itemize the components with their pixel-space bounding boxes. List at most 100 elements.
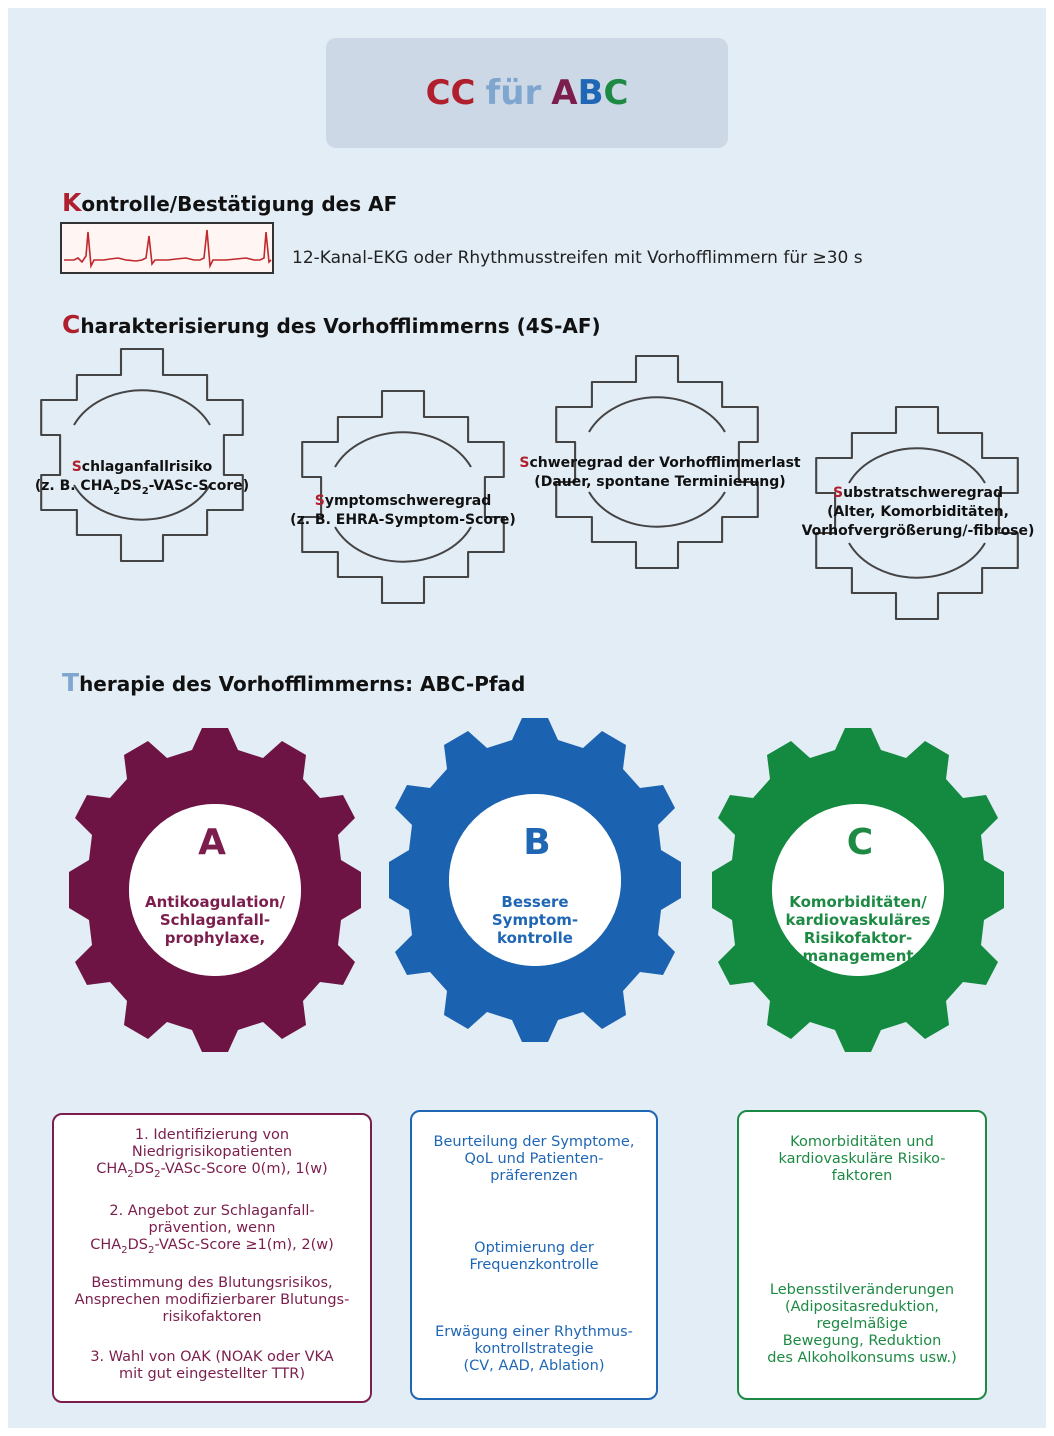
gear-b-hub bbox=[449, 794, 621, 966]
gear-text-line: Antikoagulation/ bbox=[144, 893, 286, 911]
box-b-symptomkontrolle: Beurteilung der Symptome, QoL und Patien… bbox=[410, 1110, 658, 1400]
section-heading-text: harakterisierung des Vorhofflimmerns (4S… bbox=[80, 314, 601, 338]
gear-text-line: kardiovaskuläres bbox=[785, 911, 931, 929]
gear-label-symptomschweregrad: Symptomschweregrad (z. B. EHRA-Symptom-S… bbox=[273, 492, 533, 530]
title-box: CC für A B C bbox=[326, 38, 728, 148]
box-line: kardiovaskuläre Risiko- bbox=[778, 1151, 946, 1167]
box-line: 1. Identifizierung von bbox=[134, 1127, 290, 1143]
section-initial: C bbox=[62, 310, 81, 339]
title-a: A bbox=[551, 73, 578, 113]
box-line: (Adipositasreduktion, bbox=[784, 1299, 940, 1315]
box-line: prävention, wenn bbox=[148, 1220, 276, 1236]
section-heading-therapie: Therapie des Vorhofflimmerns: ABC-Pfad bbox=[62, 668, 525, 697]
gear-text-c: Komorbiditäten/ kardiovaskuläres Risikof… bbox=[773, 893, 943, 965]
box-line: Ansprechen modifizierbarer Blutungs- bbox=[74, 1292, 350, 1308]
title-fuer: für bbox=[485, 73, 542, 113]
section-initial: T bbox=[62, 668, 80, 697]
label-line1: ymptomschweregrad bbox=[324, 493, 492, 509]
label-sub: 2 bbox=[113, 485, 121, 497]
gear-a-hub bbox=[129, 804, 301, 976]
gear-text-line: kontrolle bbox=[497, 929, 573, 947]
label-sub: 2 bbox=[141, 485, 149, 497]
gear-text-line: Bessere bbox=[501, 893, 569, 911]
section-heading-kontrolle: Kontrolle/Bestätigung des AF bbox=[62, 188, 397, 217]
section-heading-charakterisierung: Charakterisierung des Vorhofflimmerns (4… bbox=[62, 310, 601, 339]
gear-text-line: Schlaganfall- bbox=[159, 911, 271, 929]
box-b-item-1: Beurteilung der Symptome, QoL und Patien… bbox=[418, 1134, 650, 1185]
box-c-item-1: Komorbiditäten und kardiovaskuläre Risik… bbox=[745, 1134, 979, 1185]
title-cc: CC bbox=[425, 73, 476, 113]
box-line: mit gut eingestellter TTR) bbox=[119, 1366, 305, 1382]
box-line: 3. Wahl von OAK (NOAK oder VKA bbox=[90, 1349, 334, 1365]
gear-text-line: Komorbiditäten/ bbox=[789, 893, 927, 911]
box-line: -VASc-Score ≥1(m), 2(w) bbox=[154, 1237, 334, 1253]
gear-text-line: Symptom- bbox=[491, 911, 579, 929]
ekg-strip-icon bbox=[60, 222, 274, 274]
label-line1: chweregrad der Vorhofflimmerlast bbox=[529, 455, 801, 471]
box-line: -VASc-Score 0(m), 1(w) bbox=[160, 1161, 328, 1177]
label-line2c: -VASc-Score) bbox=[148, 478, 250, 494]
gear-text-line: management bbox=[802, 947, 914, 965]
box-sub: 2 bbox=[147, 1244, 155, 1256]
label-line2: (z. B. EHRA-Symptom-Score) bbox=[290, 512, 516, 528]
gear-text-line: Risikofaktor- bbox=[803, 929, 913, 947]
section-heading-text: herapie des Vorhofflimmerns: ABC-Pfad bbox=[79, 672, 526, 696]
label-line2b: DS bbox=[120, 478, 142, 494]
box-line: CHA bbox=[96, 1161, 128, 1177]
box-line: Lebensstilveränderungen bbox=[769, 1282, 955, 1298]
label-line1: chlaganfallrisiko bbox=[81, 459, 213, 475]
box-a-item-3: Bestimmung des Blutungsrisikos, Ansprech… bbox=[60, 1275, 364, 1326]
box-c-risikofaktoren: Komorbiditäten und kardiovaskuläre Risik… bbox=[737, 1110, 987, 1400]
box-line: regelmäßige bbox=[816, 1316, 908, 1332]
box-line: Bewegung, Reduktion bbox=[782, 1333, 942, 1349]
box-line: Komorbiditäten und bbox=[790, 1134, 934, 1150]
box-line: Frequenzkontrolle bbox=[469, 1257, 599, 1273]
box-line: faktoren bbox=[831, 1168, 893, 1184]
gear-letter-a: A bbox=[198, 822, 226, 863]
box-line: des Alkoholkonsums usw.) bbox=[767, 1350, 957, 1366]
box-line: präferenzen bbox=[490, 1168, 578, 1184]
section-heading-text: ontrolle/Bestätigung des AF bbox=[81, 192, 398, 216]
box-sub: 2 bbox=[121, 1244, 128, 1256]
gear-label-substratschweregrad: Substratschweregrad (Alter, Komorbidität… bbox=[792, 484, 1044, 541]
box-b-item-2: Optimierung der Frequenzkontrolle bbox=[418, 1240, 650, 1274]
title-b: B bbox=[577, 73, 604, 113]
gear-letter-b: B bbox=[523, 822, 551, 863]
box-line: DS bbox=[127, 1237, 148, 1253]
label-line1: ubstratschweregrad bbox=[843, 485, 1003, 501]
box-c-item-2: Lebensstilveränderungen (Adipositasreduk… bbox=[745, 1282, 979, 1367]
label-line2: (Alter, Komorbiditäten, bbox=[827, 504, 1009, 520]
label-line3: Vorhofvergrößerung/-fibrose) bbox=[801, 523, 1035, 539]
box-a-item-2: 2. Angebot zur Schlaganfall- prävention,… bbox=[60, 1203, 364, 1256]
label-line2: (Dauer, spontane Terminierung) bbox=[534, 474, 786, 490]
label-initial: S bbox=[71, 459, 82, 475]
box-b-item-3: Erwägung einer Rhythmus- kontrollstrateg… bbox=[418, 1324, 650, 1375]
gear-letter-c: C bbox=[846, 822, 874, 863]
label-initial: S bbox=[519, 455, 530, 471]
box-line: Optimierung der bbox=[474, 1240, 594, 1256]
section-initial: K bbox=[62, 188, 82, 217]
label-initial: S bbox=[314, 493, 325, 509]
gear-text-a: Antikoagulation/ Schlaganfall- prophylax… bbox=[135, 893, 295, 947]
box-a-anticoagulation: 1. Identifizierung von Niedrigrisikopati… bbox=[52, 1113, 372, 1403]
gear-text-b: Bessere Symptom- kontrolle bbox=[455, 893, 615, 947]
box-line: (CV, AAD, Ablation) bbox=[463, 1358, 605, 1374]
gear-text-line: prophylaxe, bbox=[164, 929, 266, 947]
box-sub: 2 bbox=[127, 1168, 134, 1180]
box-line: CHA bbox=[90, 1237, 122, 1253]
box-a-item-1: 1. Identifizierung von Niedrigrisikopati… bbox=[60, 1127, 364, 1180]
box-sub: 2 bbox=[154, 1168, 161, 1180]
box-line: DS bbox=[133, 1161, 155, 1177]
label-initial: S bbox=[833, 485, 844, 501]
ekg-description: 12-Kanal-EKG oder Rhythmusstreifen mit V… bbox=[292, 248, 863, 268]
box-line: Erwägung einer Rhythmus- bbox=[435, 1324, 633, 1340]
title-c: C bbox=[603, 73, 629, 113]
box-line: Bestimmung des Blutungsrisikos, bbox=[91, 1275, 333, 1291]
gear-c-hub bbox=[772, 804, 944, 976]
box-line: 2. Angebot zur Schlaganfall- bbox=[109, 1203, 315, 1219]
box-line: QoL und Patienten- bbox=[464, 1151, 604, 1167]
box-line: Beurteilung der Symptome, bbox=[433, 1134, 635, 1150]
box-line: risikofaktoren bbox=[162, 1309, 262, 1325]
box-line: Niedrigrisikopatienten bbox=[131, 1144, 293, 1160]
